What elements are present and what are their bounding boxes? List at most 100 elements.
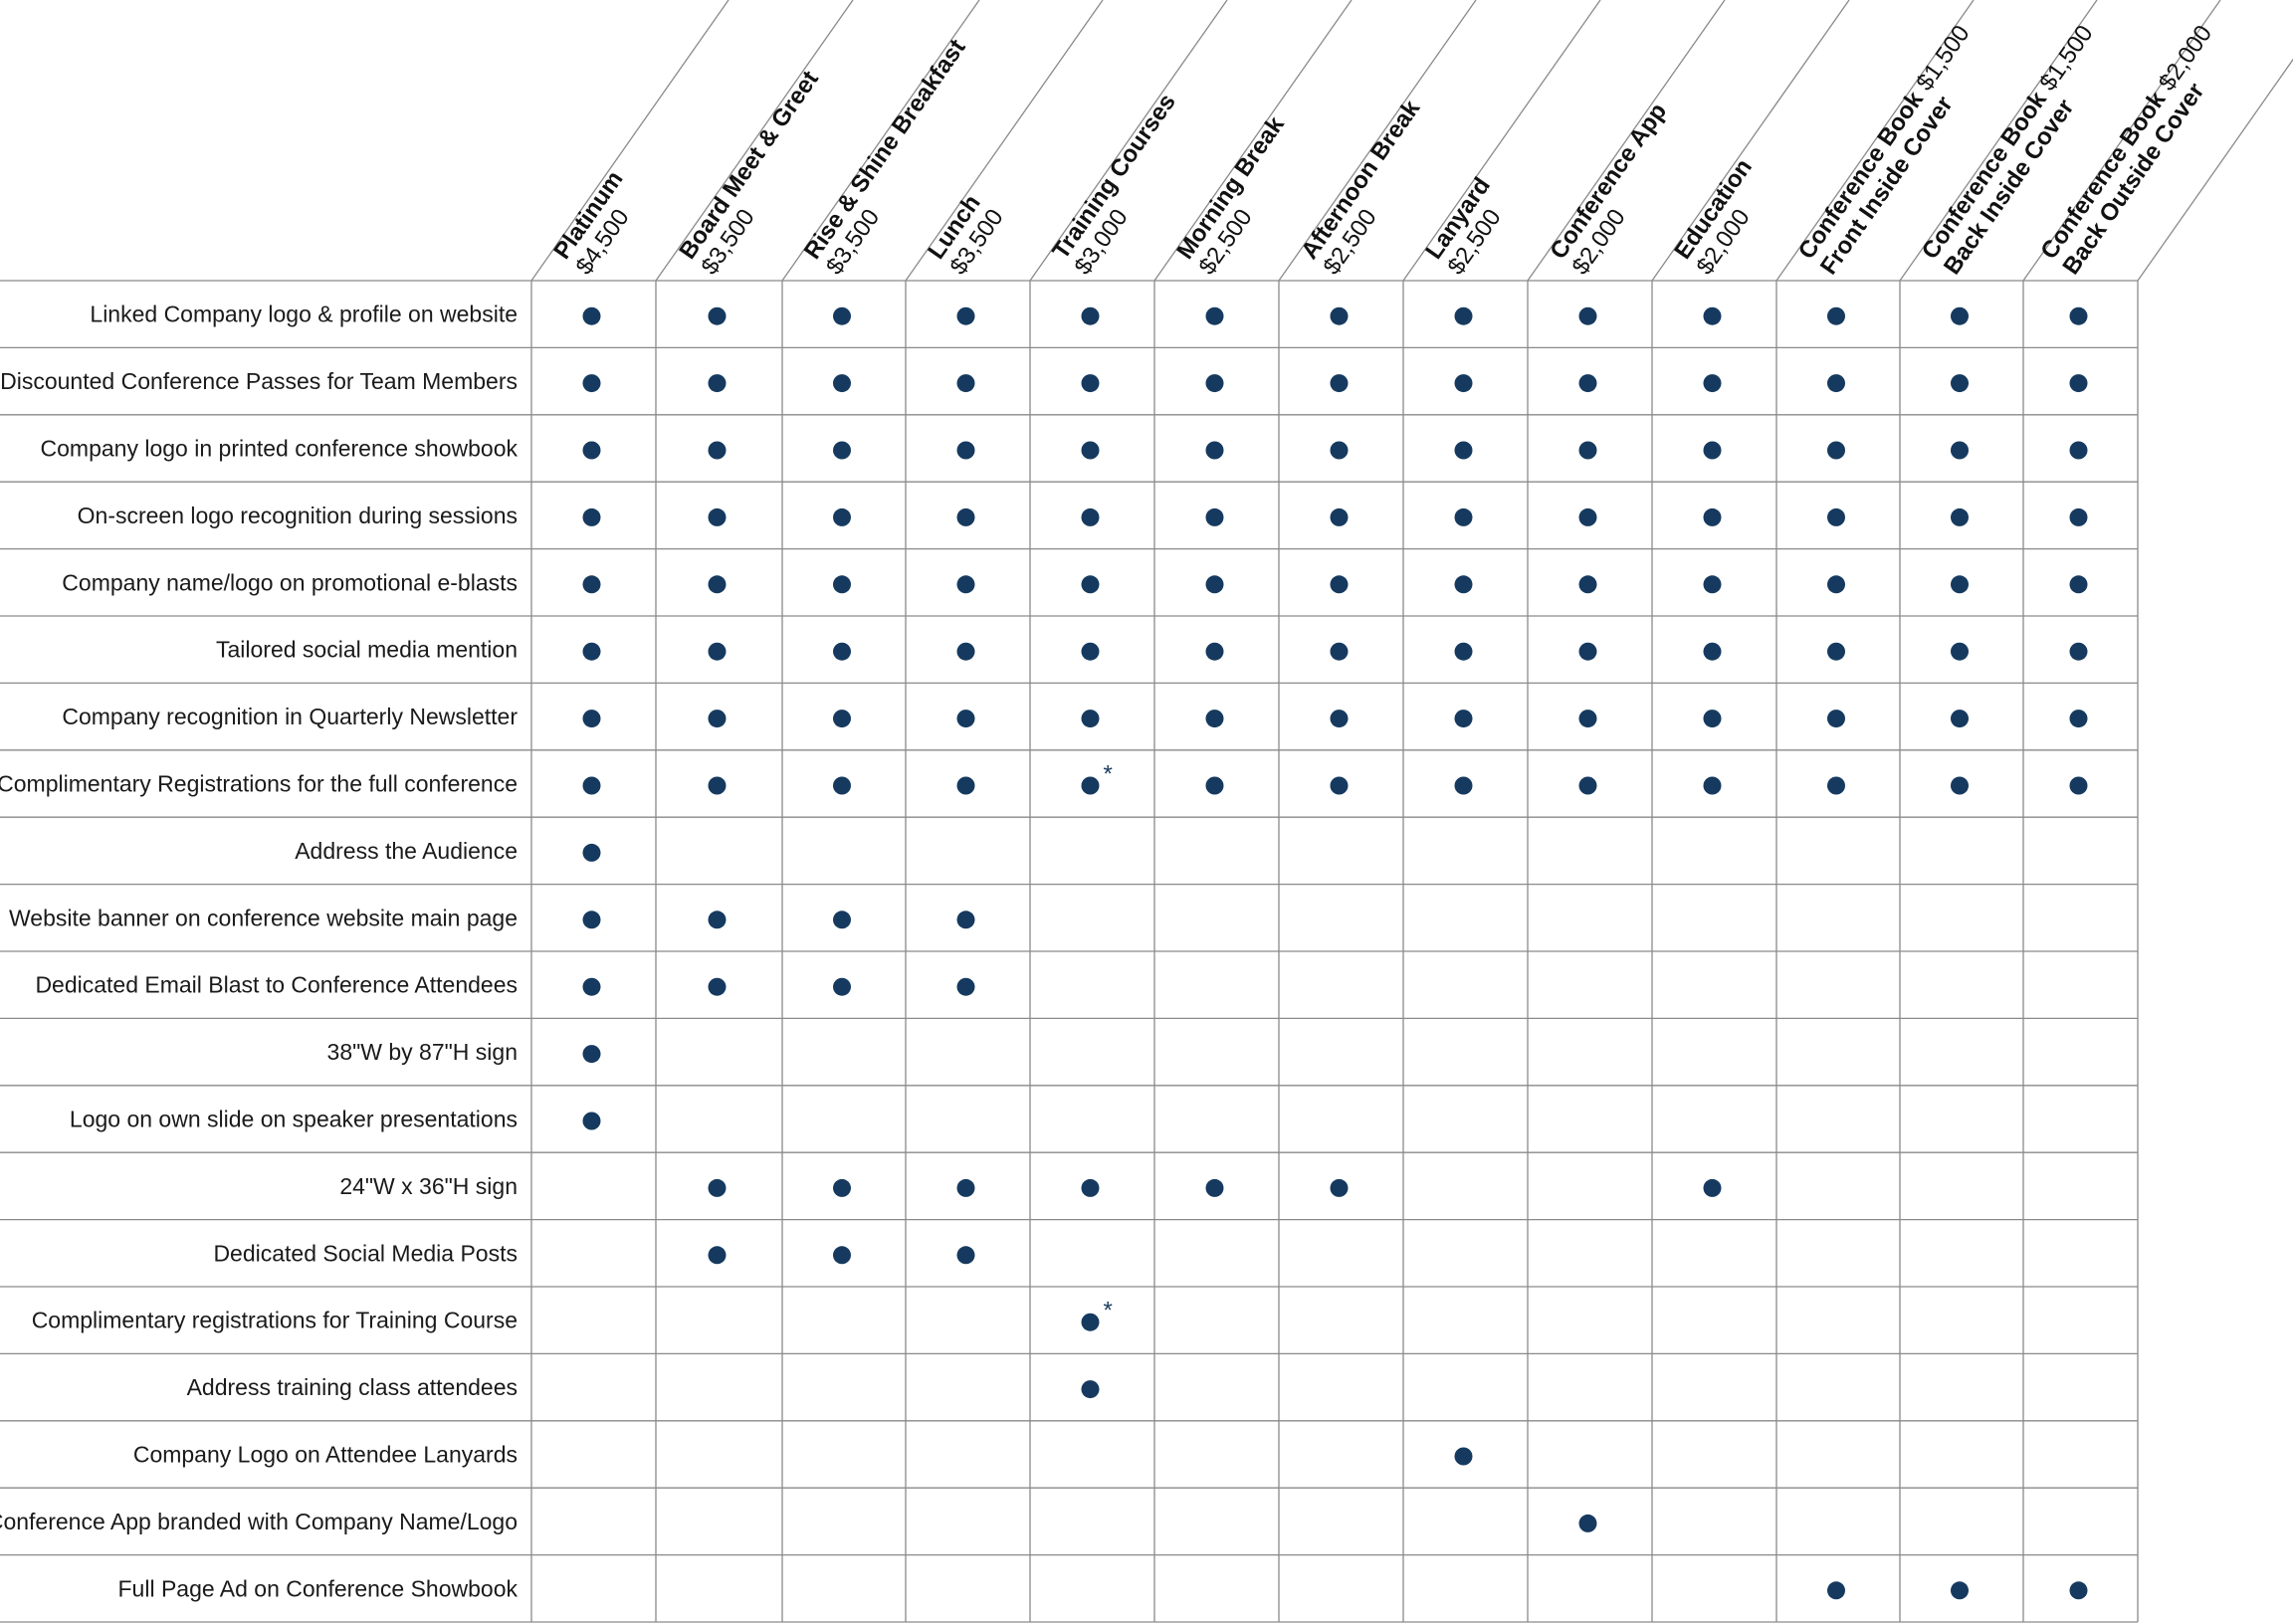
included-dot — [1951, 776, 1969, 795]
included-dot — [1205, 776, 1224, 795]
included-dot — [1205, 508, 1224, 526]
included-dot — [1081, 776, 1100, 795]
included-dot — [1454, 642, 1473, 661]
column-price: $1,500 — [2034, 21, 2098, 97]
included-dot — [1454, 374, 1473, 393]
included-dot — [582, 843, 601, 862]
included-dot — [1578, 441, 1597, 460]
included-dot — [833, 911, 851, 929]
table-row: Company recognition in Quarterly Newslet… — [62, 704, 2088, 729]
included-dot — [1081, 306, 1100, 325]
feature-label: Discounted Conference Passes for Team Me… — [0, 368, 518, 394]
table-row: Logo on own slide on speaker presentatio… — [70, 1107, 601, 1132]
included-dot — [833, 776, 851, 795]
included-dot — [1827, 642, 1845, 661]
included-dot — [708, 911, 727, 929]
feature-label: Address the Audience — [295, 838, 518, 864]
table-row: Company name/logo on promotional e-blast… — [62, 569, 2088, 595]
included-dot — [1703, 642, 1722, 661]
included-dot — [582, 1112, 601, 1130]
header-diagonal — [2022, 0, 2221, 282]
included-dot — [708, 776, 727, 795]
included-dot — [708, 374, 727, 393]
included-dot — [833, 1178, 851, 1197]
table-row: 24"W x 36"H sign — [339, 1173, 1722, 1199]
included-dot — [2069, 508, 2088, 526]
included-dot — [956, 575, 975, 594]
included-dot — [582, 441, 601, 460]
header-diagonal — [1775, 0, 1975, 282]
included-dot — [1827, 441, 1845, 460]
included-dot — [582, 508, 601, 526]
included-dot — [1454, 306, 1473, 325]
included-dot — [1330, 306, 1349, 325]
feature-label: Company Logo on Attendee Lanyards — [133, 1442, 518, 1468]
table-row: Complimentary Registrations for the full… — [0, 761, 2088, 797]
included-dot — [708, 508, 727, 526]
included-dot — [1205, 575, 1224, 594]
included-dot — [833, 710, 851, 728]
included-dot — [956, 306, 975, 325]
table-row: Full Page Ad on Conference Showbook — [118, 1575, 2088, 1601]
included-dot — [1827, 575, 1845, 594]
header-diagonal — [655, 0, 854, 282]
table-row: Company logo in printed conference showb… — [41, 436, 2088, 462]
included-dot — [833, 642, 851, 661]
included-dot — [2069, 441, 2088, 460]
header-diagonal — [1153, 0, 1353, 282]
feature-label: On-screen logo recognition during sessio… — [78, 503, 518, 528]
included-dot — [1330, 776, 1349, 795]
included-dot — [1951, 642, 1969, 661]
header-diagonal — [1402, 0, 1601, 282]
included-dot — [1081, 710, 1100, 728]
included-dot — [833, 508, 851, 526]
header-diagonal — [2137, 58, 2293, 282]
table-row: On-screen logo recognition during sessio… — [78, 503, 2088, 528]
table-row: Website banner on conference website mai… — [9, 905, 975, 930]
feature-label: Linked Company logo & profile on website — [90, 302, 518, 327]
included-dot — [956, 911, 975, 929]
table-row: Conference App branded with Company Name… — [0, 1509, 1597, 1534]
included-dot — [956, 776, 975, 795]
included-dot — [1827, 374, 1845, 393]
included-dot — [1081, 1313, 1100, 1331]
feature-label: Tailored social media mention — [216, 637, 518, 663]
included-dot — [1578, 642, 1597, 661]
feature-label: Company name/logo on promotional e-blast… — [62, 569, 518, 595]
feature-label: Complimentary registrations for Training… — [32, 1308, 518, 1333]
table-body: Linked Company logo & profile on website… — [0, 302, 2088, 1601]
table-row: Discounted Conference Passes for Team Me… — [0, 368, 2088, 394]
included-dot — [1330, 575, 1349, 594]
included-dot — [708, 977, 727, 996]
included-dot — [1081, 374, 1100, 393]
feature-label: Complimentary Registrations for the full… — [0, 771, 518, 797]
included-dot — [2069, 710, 2088, 728]
included-dot — [1951, 441, 1969, 460]
included-dot — [1454, 441, 1473, 460]
included-dot — [1330, 710, 1349, 728]
included-dot — [1454, 1447, 1473, 1466]
included-dot — [956, 710, 975, 728]
feature-label: Logo on own slide on speaker presentatio… — [70, 1107, 518, 1132]
included-dot — [582, 776, 601, 795]
included-dot — [708, 441, 727, 460]
column-header: Platinum$4,500 — [548, 166, 634, 280]
header-diagonal — [1651, 0, 1850, 282]
included-dot — [1081, 508, 1100, 526]
included-dot — [1330, 508, 1349, 526]
included-dot — [1827, 776, 1845, 795]
included-dot — [1454, 575, 1473, 594]
included-dot — [833, 441, 851, 460]
included-dot — [1827, 710, 1845, 728]
included-dot — [956, 441, 975, 460]
feature-label: Address training class attendees — [187, 1374, 518, 1400]
included-dot — [1330, 441, 1349, 460]
included-dot — [956, 642, 975, 661]
included-dot — [582, 374, 601, 393]
included-dot — [1827, 306, 1845, 325]
included-dot — [582, 911, 601, 929]
table-row: Dedicated Email Blast to Conference Atte… — [35, 972, 975, 998]
included-dot — [1205, 642, 1224, 661]
